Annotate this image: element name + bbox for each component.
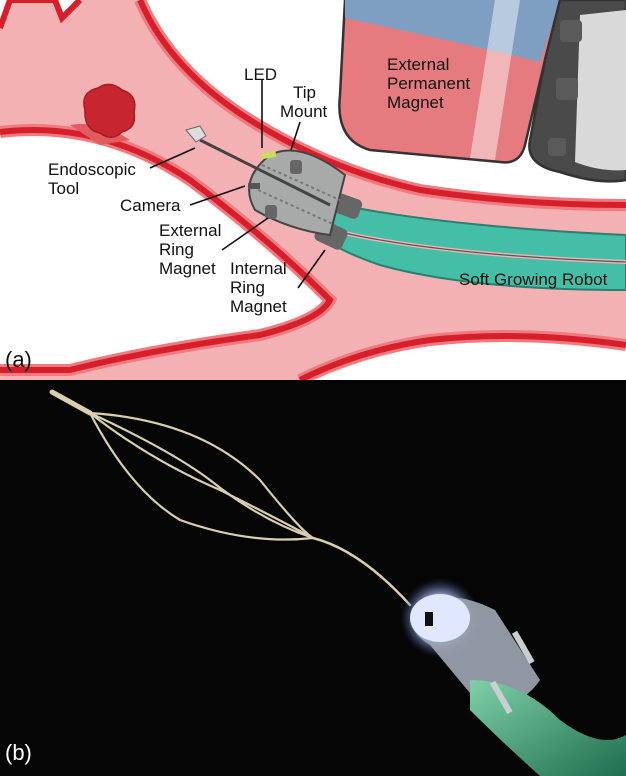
panel-b-photo: (b) bbox=[0, 380, 626, 776]
label-camera: Camera bbox=[120, 196, 181, 215]
panel-a-label: (a) bbox=[5, 347, 32, 372]
soft-growing-robot bbox=[313, 193, 626, 292]
device-tip bbox=[400, 578, 626, 776]
label-endoscopic-tool-2: Tool bbox=[48, 179, 79, 198]
led bbox=[261, 150, 277, 160]
camera bbox=[248, 183, 260, 189]
schematic-svg: LED Tip Mount External Permanent Magnet … bbox=[0, 0, 626, 380]
label-epm-3: Magnet bbox=[387, 93, 444, 112]
tip-mount bbox=[185, 125, 347, 237]
blood-clot bbox=[70, 83, 136, 145]
external-permanent-magnet bbox=[338, 0, 626, 183]
endoscopic-tool bbox=[185, 125, 207, 143]
label-endoscopic-tool-1: Endoscopic bbox=[48, 160, 136, 179]
label-erm-2: Ring bbox=[159, 240, 194, 259]
label-epm-1: External bbox=[387, 55, 449, 74]
annotation-arrows bbox=[149, 80, 326, 289]
label-tip-mount-2: Mount bbox=[280, 102, 328, 121]
panel-a-schematic: LED Tip Mount External Permanent Magnet … bbox=[0, 0, 626, 380]
label-erm-1: External bbox=[159, 221, 221, 240]
label-irm-1: Internal bbox=[230, 259, 287, 278]
wire-basket bbox=[49, 389, 412, 607]
label-soft-growing-robot: Soft Growing Robot bbox=[459, 270, 608, 289]
label-erm-3: Magnet bbox=[159, 259, 216, 278]
panel-b-label: (b) bbox=[5, 740, 32, 765]
label-epm-2: Permanent bbox=[387, 74, 470, 93]
photo-svg: (b) bbox=[5, 389, 626, 776]
label-tip-mount-1: Tip bbox=[293, 83, 316, 102]
label-irm-3: Magnet bbox=[230, 297, 287, 316]
label-irm-2: Ring bbox=[230, 278, 265, 297]
label-led: LED bbox=[244, 65, 277, 84]
